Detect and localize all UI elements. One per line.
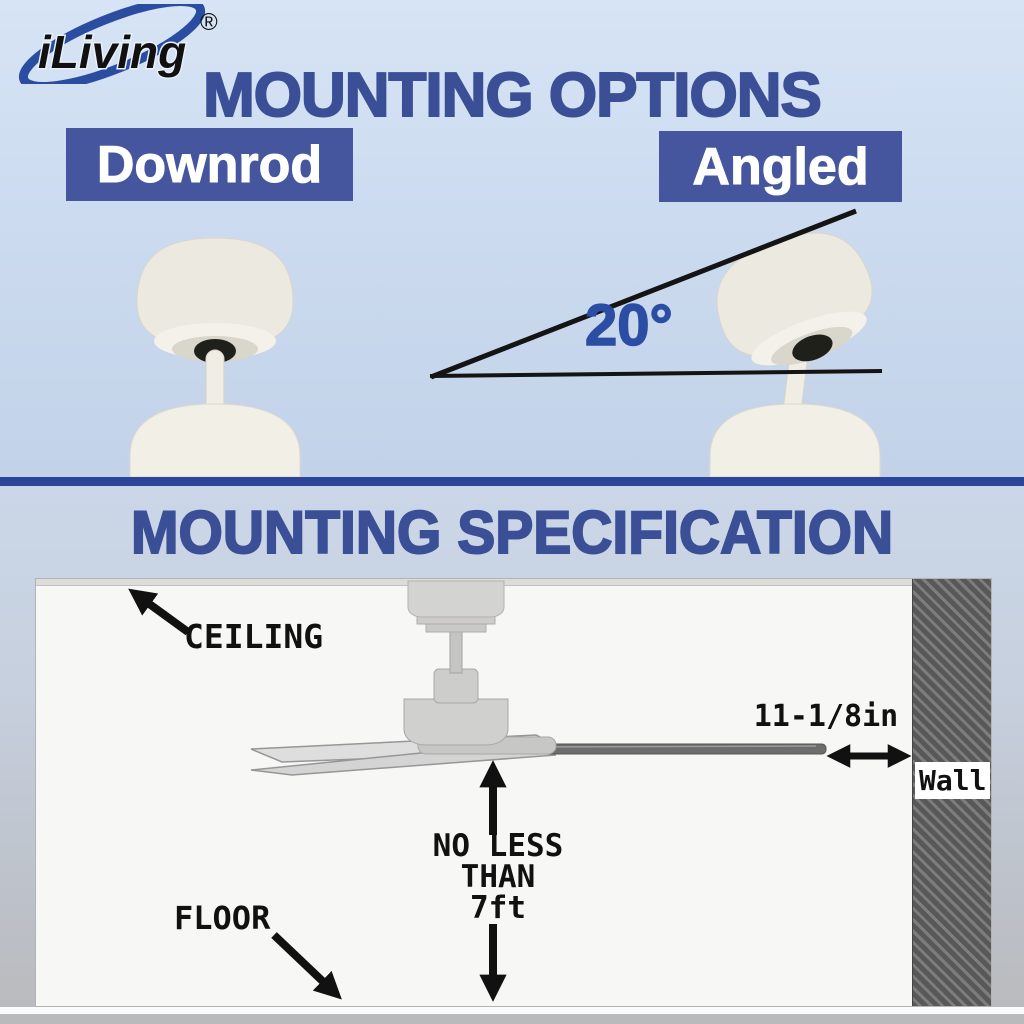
angle-value: 20° (584, 292, 673, 359)
clearance-value: 11-1/8in (753, 699, 899, 734)
ceiling-arrow-icon (128, 588, 191, 636)
downrod-badge-label: Downrod (96, 135, 323, 194)
brand-name: iLiving (38, 26, 186, 78)
min-height-label: NO LESS THAN 7ft (398, 831, 598, 924)
min-height-line2: THAN (460, 859, 536, 895)
min-height-line1: NO LESS (432, 828, 564, 864)
angled-badge-label: Angled (692, 137, 869, 196)
min-height-line3: 7ft (470, 890, 526, 926)
floor-label: FLOOR (174, 899, 271, 937)
downrod-fan-image (129, 237, 301, 477)
angled-fan-image (709, 232, 881, 477)
angled-badge: Angled (659, 131, 902, 202)
downrod-badge: Downrod (66, 128, 353, 201)
ceiling-label: CEILING (184, 617, 324, 656)
spec-diagram: CEILING FLOOR Wall 11-1/8in NO LESS THAN… (35, 578, 992, 1007)
mounting-specification-title-text: MOUNTING SPECIFICATION (130, 498, 894, 567)
mount-illustrations (129, 208, 883, 477)
diagram-arrows (128, 588, 912, 1002)
mounting-options-section: iLiving ® MOUNTING OPTIONS Downrod Angle… (0, 0, 1024, 477)
brand-logo-icon: iLiving ® (18, 4, 218, 84)
fan-illustration (250, 580, 827, 776)
wall-label: Wall (915, 762, 991, 799)
angle-lines (429, 208, 883, 380)
mounting-specification-title: MOUNTING SPECIFICATION (0, 498, 1024, 567)
section-divider (0, 477, 1024, 486)
floor-surface (0, 1007, 1024, 1014)
floor-arrow-icon (271, 932, 342, 1000)
ceiling-surface (36, 579, 991, 586)
mounting-options-title: MOUNTING OPTIONS (202, 60, 823, 131)
registered-mark: ® (200, 9, 218, 36)
